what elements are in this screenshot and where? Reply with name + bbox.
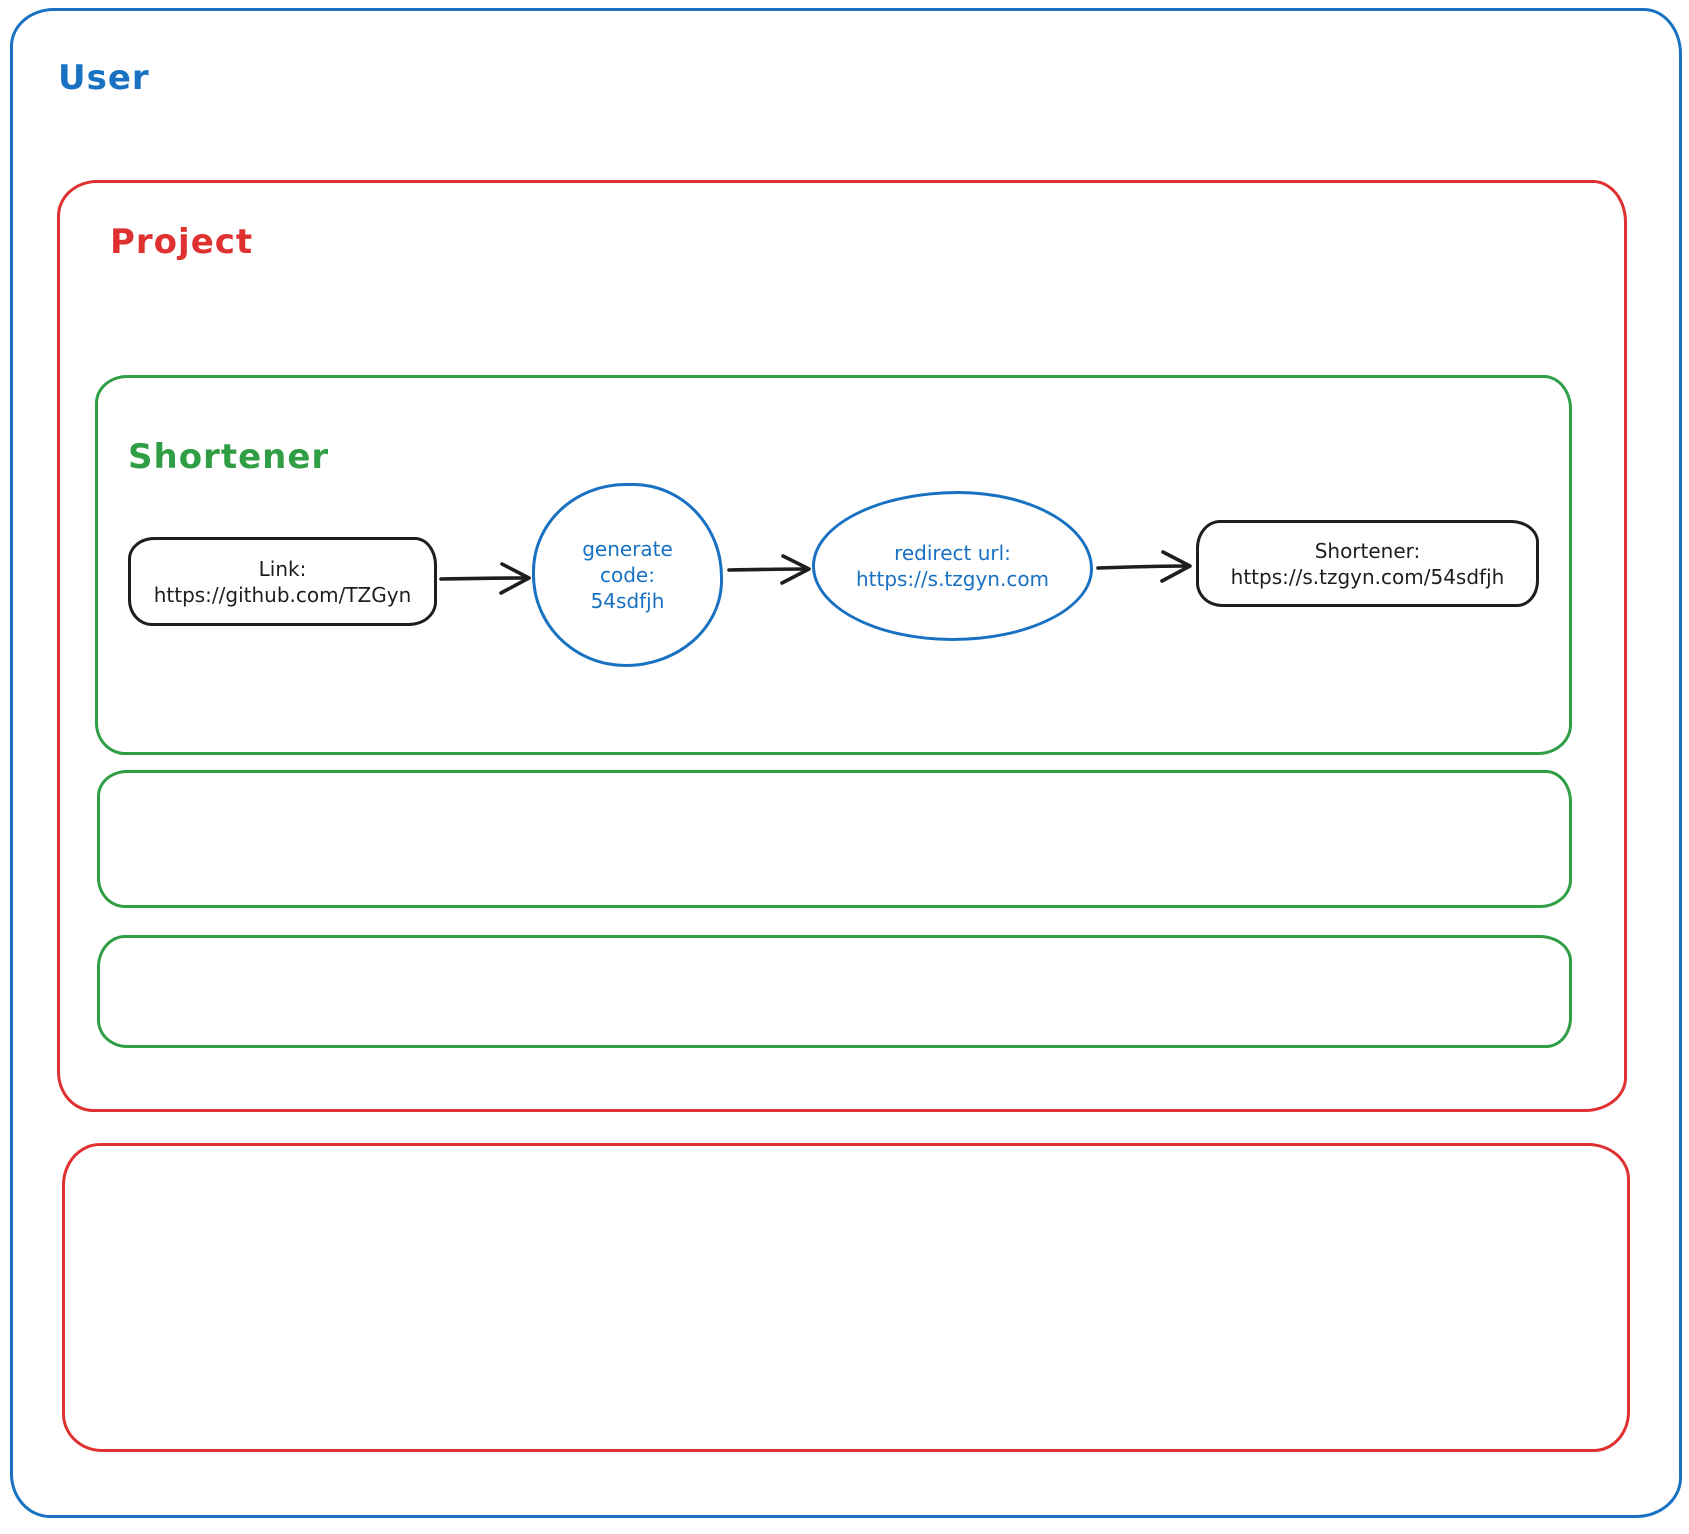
shortener-result-title: Shortener: bbox=[1314, 538, 1421, 563]
shortener-container-frame bbox=[95, 375, 1572, 755]
user-label: User bbox=[58, 58, 150, 98]
shortener-result-node: Shortener: https://s.tzgyn.com/54sdfjh bbox=[1196, 520, 1539, 607]
arrow-right-icon bbox=[438, 556, 534, 600]
redirect-url-line2: https://s.tzgyn.com bbox=[855, 567, 1050, 591]
redirect-url-line1: redirect url: bbox=[894, 541, 1011, 565]
shortener-label: Shortener bbox=[128, 437, 330, 477]
project-label: Project bbox=[110, 222, 254, 262]
generate-code-line2: code: bbox=[600, 563, 655, 587]
redirect-url-node: redirect url: https://s.tzgyn.com bbox=[812, 491, 1093, 641]
generate-code-node: generate code: 54sdfjh bbox=[532, 483, 723, 667]
user-container-frame bbox=[10, 8, 1682, 1518]
generate-code-line3: 54sdfjh bbox=[590, 589, 665, 613]
project-container-frame bbox=[57, 180, 1627, 1112]
link-node-url: https://github.com/TZGyn bbox=[153, 582, 412, 607]
arrow-right-icon bbox=[1095, 544, 1195, 588]
empty-green-panel-1 bbox=[97, 770, 1572, 908]
arrow-right-icon bbox=[726, 547, 814, 591]
shortener-result-url: https://s.tzgyn.com/54sdfjh bbox=[1230, 564, 1505, 589]
empty-green-panel-2 bbox=[97, 935, 1572, 1048]
link-node-title: Link: bbox=[258, 556, 307, 581]
link-node: Link: https://github.com/TZGyn bbox=[128, 537, 437, 626]
generate-code-line1: generate bbox=[582, 537, 673, 561]
empty-red-panel bbox=[62, 1143, 1630, 1452]
